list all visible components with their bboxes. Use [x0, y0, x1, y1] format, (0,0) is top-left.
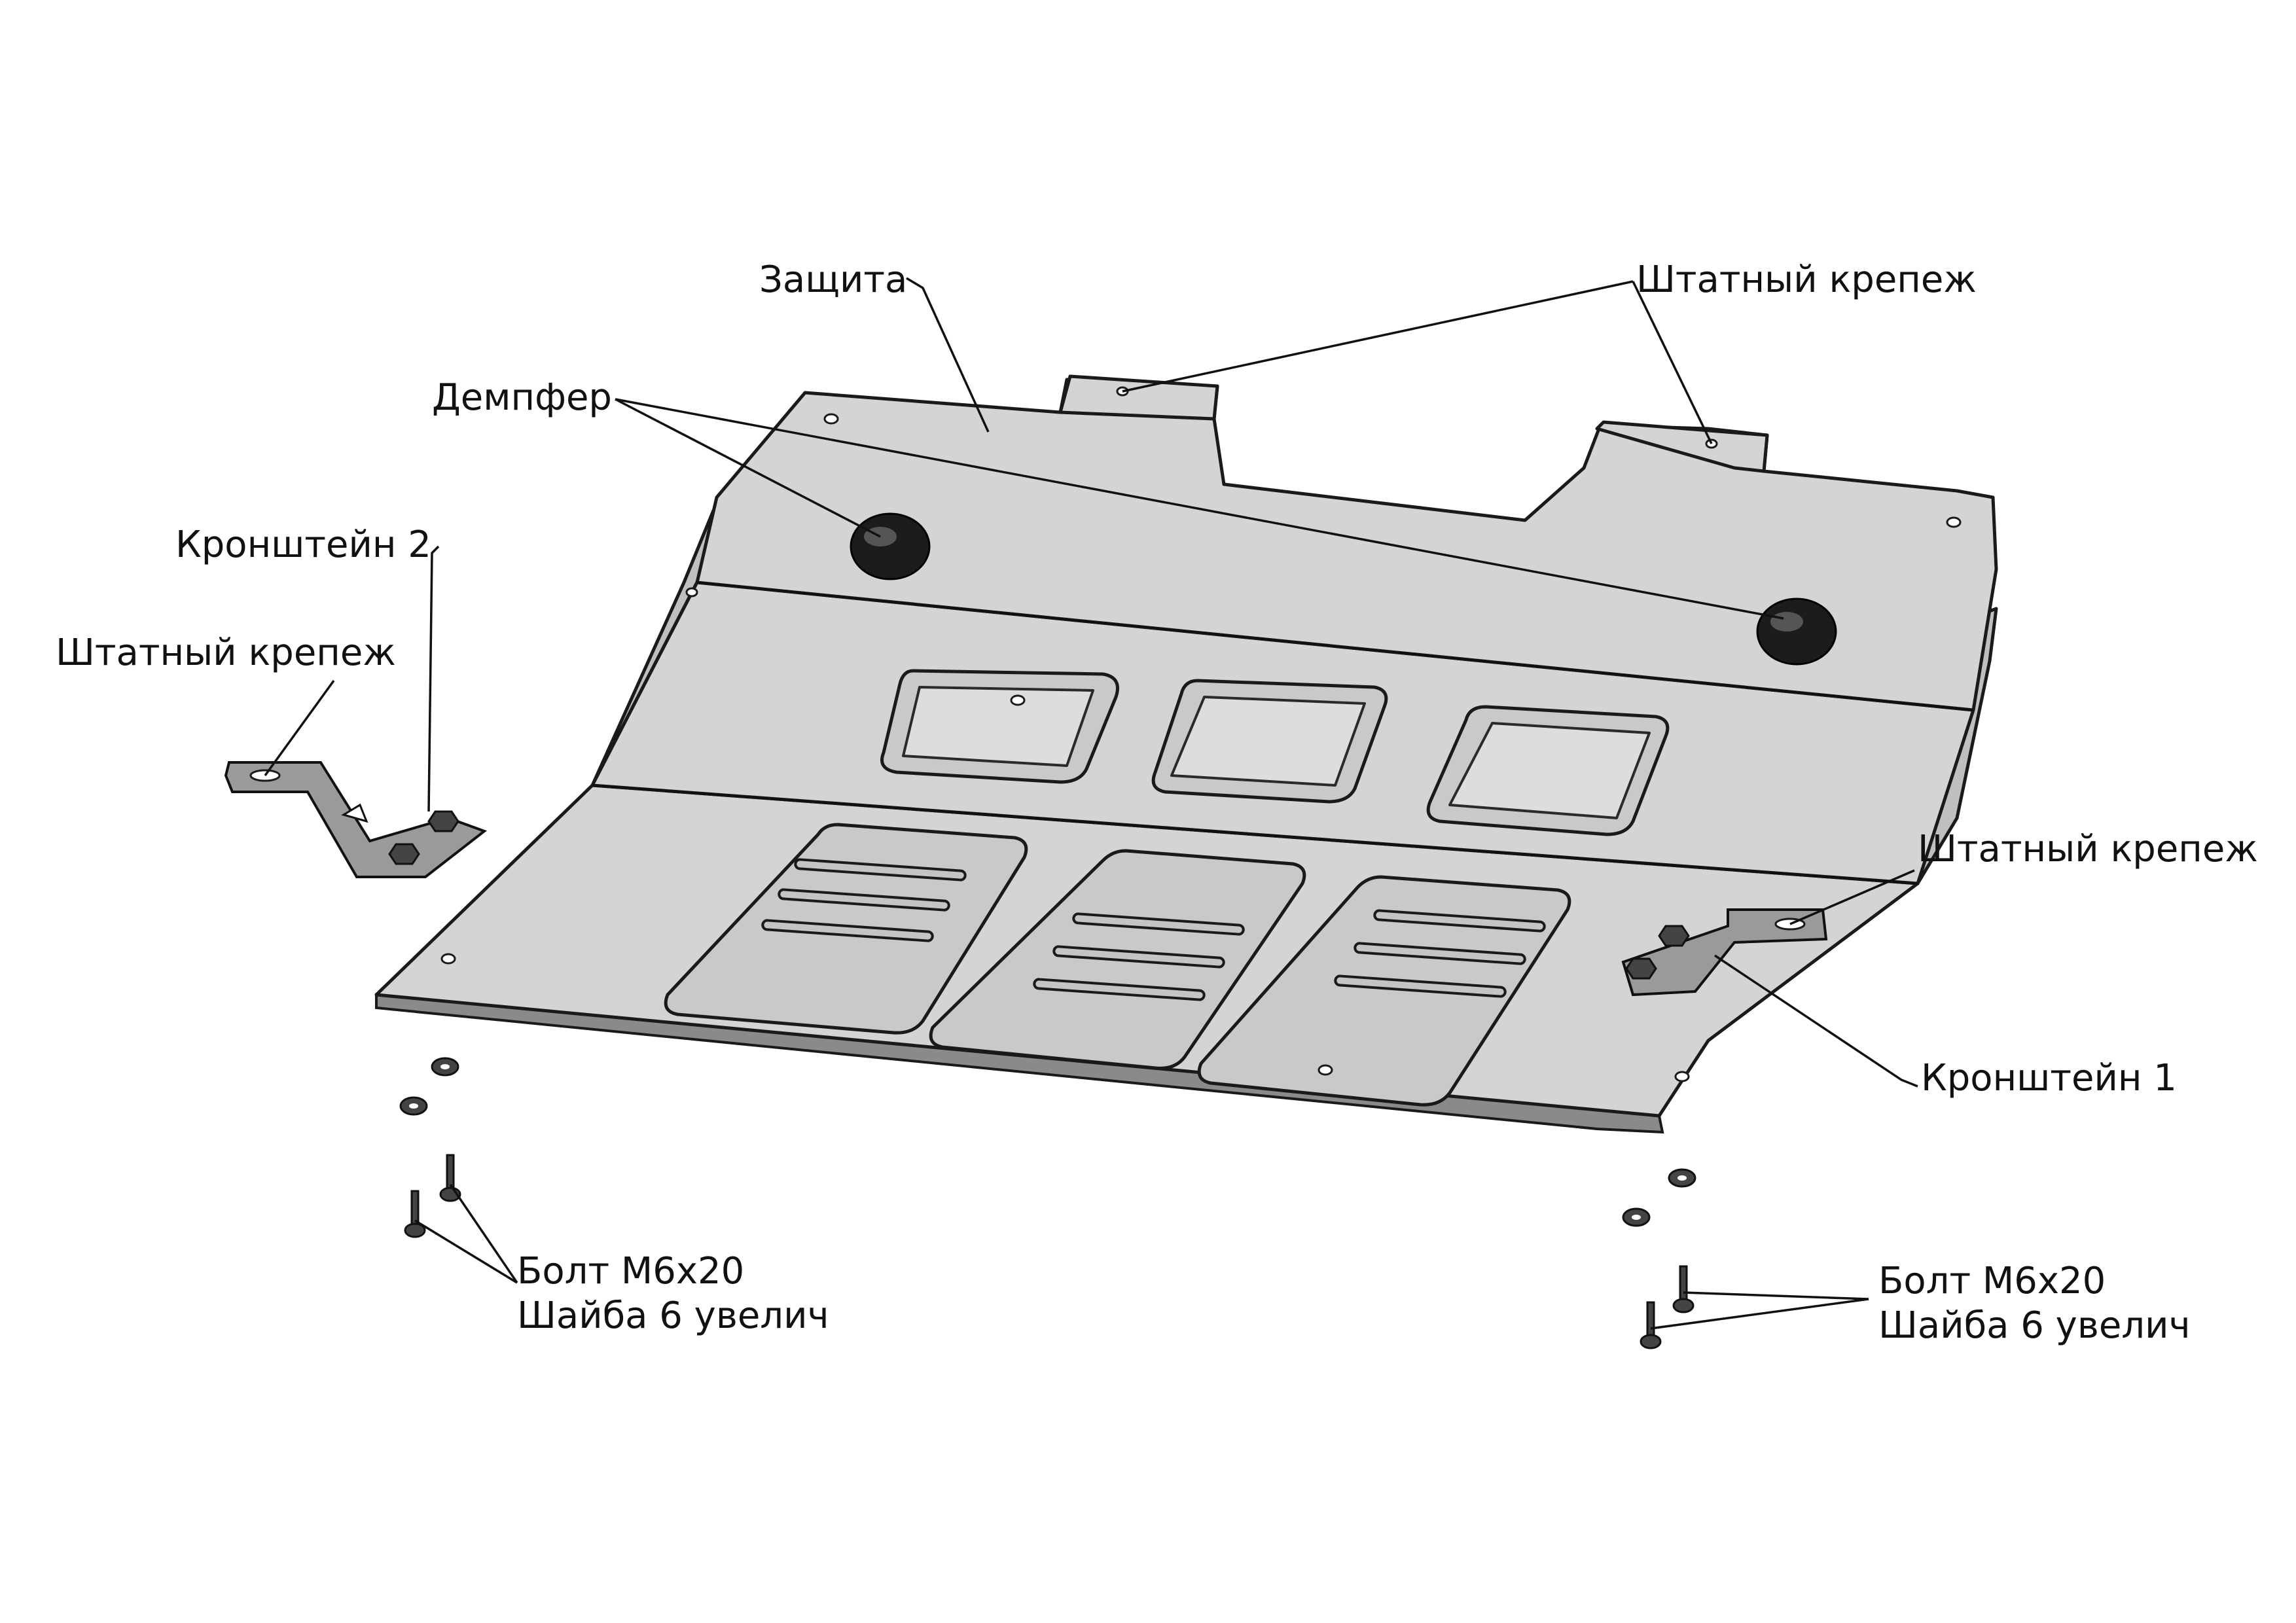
guard-fold-line-1	[696, 581, 1974, 711]
leader-std-fastener-right	[1789, 869, 1915, 925]
leader-bolt-left-1	[449, 1184, 518, 1283]
dampers	[850, 512, 1837, 666]
bracket-2	[224, 761, 488, 878]
hole	[1674, 1071, 1690, 1082]
rib	[778, 888, 950, 912]
leader-guard	[906, 277, 990, 433]
label-guard: Защита	[759, 259, 908, 301]
leader-damper-left	[615, 398, 881, 538]
bracket-2-window	[341, 803, 368, 823]
hole	[1946, 516, 1962, 528]
leader-lines	[264, 277, 1918, 1330]
label-std-fastener-right: Штатный крепеж	[1918, 828, 2258, 870]
washer-left-2-hole	[409, 1103, 418, 1109]
rib	[1072, 912, 1245, 936]
label-bolt-left: Болт М6х20	[517, 1250, 745, 1293]
label-std-fastener-left: Штатный крепеж	[56, 632, 396, 674]
guard-top-tab-1	[1058, 374, 1219, 421]
hole	[685, 587, 698, 597]
damper-right-highlight	[1770, 612, 1803, 632]
rib	[761, 919, 934, 942]
washer-right-1-hole	[1677, 1175, 1687, 1181]
rib	[1354, 942, 1526, 965]
leader-bolt-left-2	[414, 1219, 518, 1284]
label-washer-left: Шайба 6 увелич	[517, 1294, 829, 1337]
damper-left	[850, 512, 931, 580]
leader-std-fastener-left	[264, 679, 335, 777]
label-washer-right: Шайба 6 увелич	[1878, 1304, 2191, 1347]
hardware-left	[399, 1057, 461, 1238]
guard-fold-line-2	[592, 784, 1918, 885]
bracket-1-nut-1	[1658, 925, 1690, 947]
guard-top-tab-2	[1595, 420, 1769, 473]
rib	[794, 858, 967, 882]
rib	[1373, 909, 1546, 933]
guard-plate	[374, 374, 1998, 1134]
rib	[1033, 978, 1206, 1001]
bolt-left-2-head	[404, 1222, 426, 1238]
hole	[440, 953, 456, 965]
bolt-right-1	[1679, 1265, 1688, 1304]
damper-right	[1756, 597, 1837, 666]
bracket-1-nut-2	[1625, 957, 1657, 980]
rib	[1052, 945, 1225, 969]
leader-std-fastener-top-1	[1122, 280, 1634, 393]
label-bracket-2: Кронштейн 2	[175, 524, 431, 566]
leader-bolt-right-2	[1650, 1298, 1869, 1330]
leader-bracket-1	[1714, 954, 1918, 1088]
guard-rib-panel-3	[1197, 875, 1571, 1107]
hardware-right	[1622, 1168, 1696, 1349]
label-bracket-1: Кронштейн 1	[1921, 1057, 2177, 1099]
leader-bracket-2	[427, 545, 440, 812]
bolt-right-2-head	[1640, 1334, 1662, 1349]
leader-std-fastener-top-2	[1632, 281, 1713, 444]
bracket-2-nut-1	[427, 810, 459, 832]
bolt-right-2	[1646, 1301, 1655, 1340]
guard-ribs	[761, 858, 1546, 1001]
guard-window-2-inner	[1170, 696, 1366, 787]
hole	[1318, 1064, 1333, 1076]
guard-window-1-inner	[902, 686, 1094, 767]
bracket-2-nut-2	[388, 843, 420, 865]
leader-damper-right	[615, 398, 1784, 620]
label-std-fastener-top: Штатный крепеж	[1636, 259, 1977, 301]
leader-bolt-right-1	[1683, 1291, 1869, 1300]
guard-window-3-inner	[1448, 722, 1651, 819]
rib	[1334, 974, 1507, 998]
label-damper: Демпфер	[432, 376, 612, 419]
washer-right-2-hole	[1632, 1215, 1641, 1220]
guard-holes	[440, 386, 1962, 1082]
washer-left-1-hole	[440, 1064, 450, 1069]
label-bolt-right: Болт М6х20	[1878, 1260, 2106, 1302]
hole	[1010, 694, 1026, 706]
bracket-1-body	[1621, 908, 1828, 997]
bolt-right-1-head	[1672, 1298, 1695, 1313]
hole	[823, 413, 839, 425]
